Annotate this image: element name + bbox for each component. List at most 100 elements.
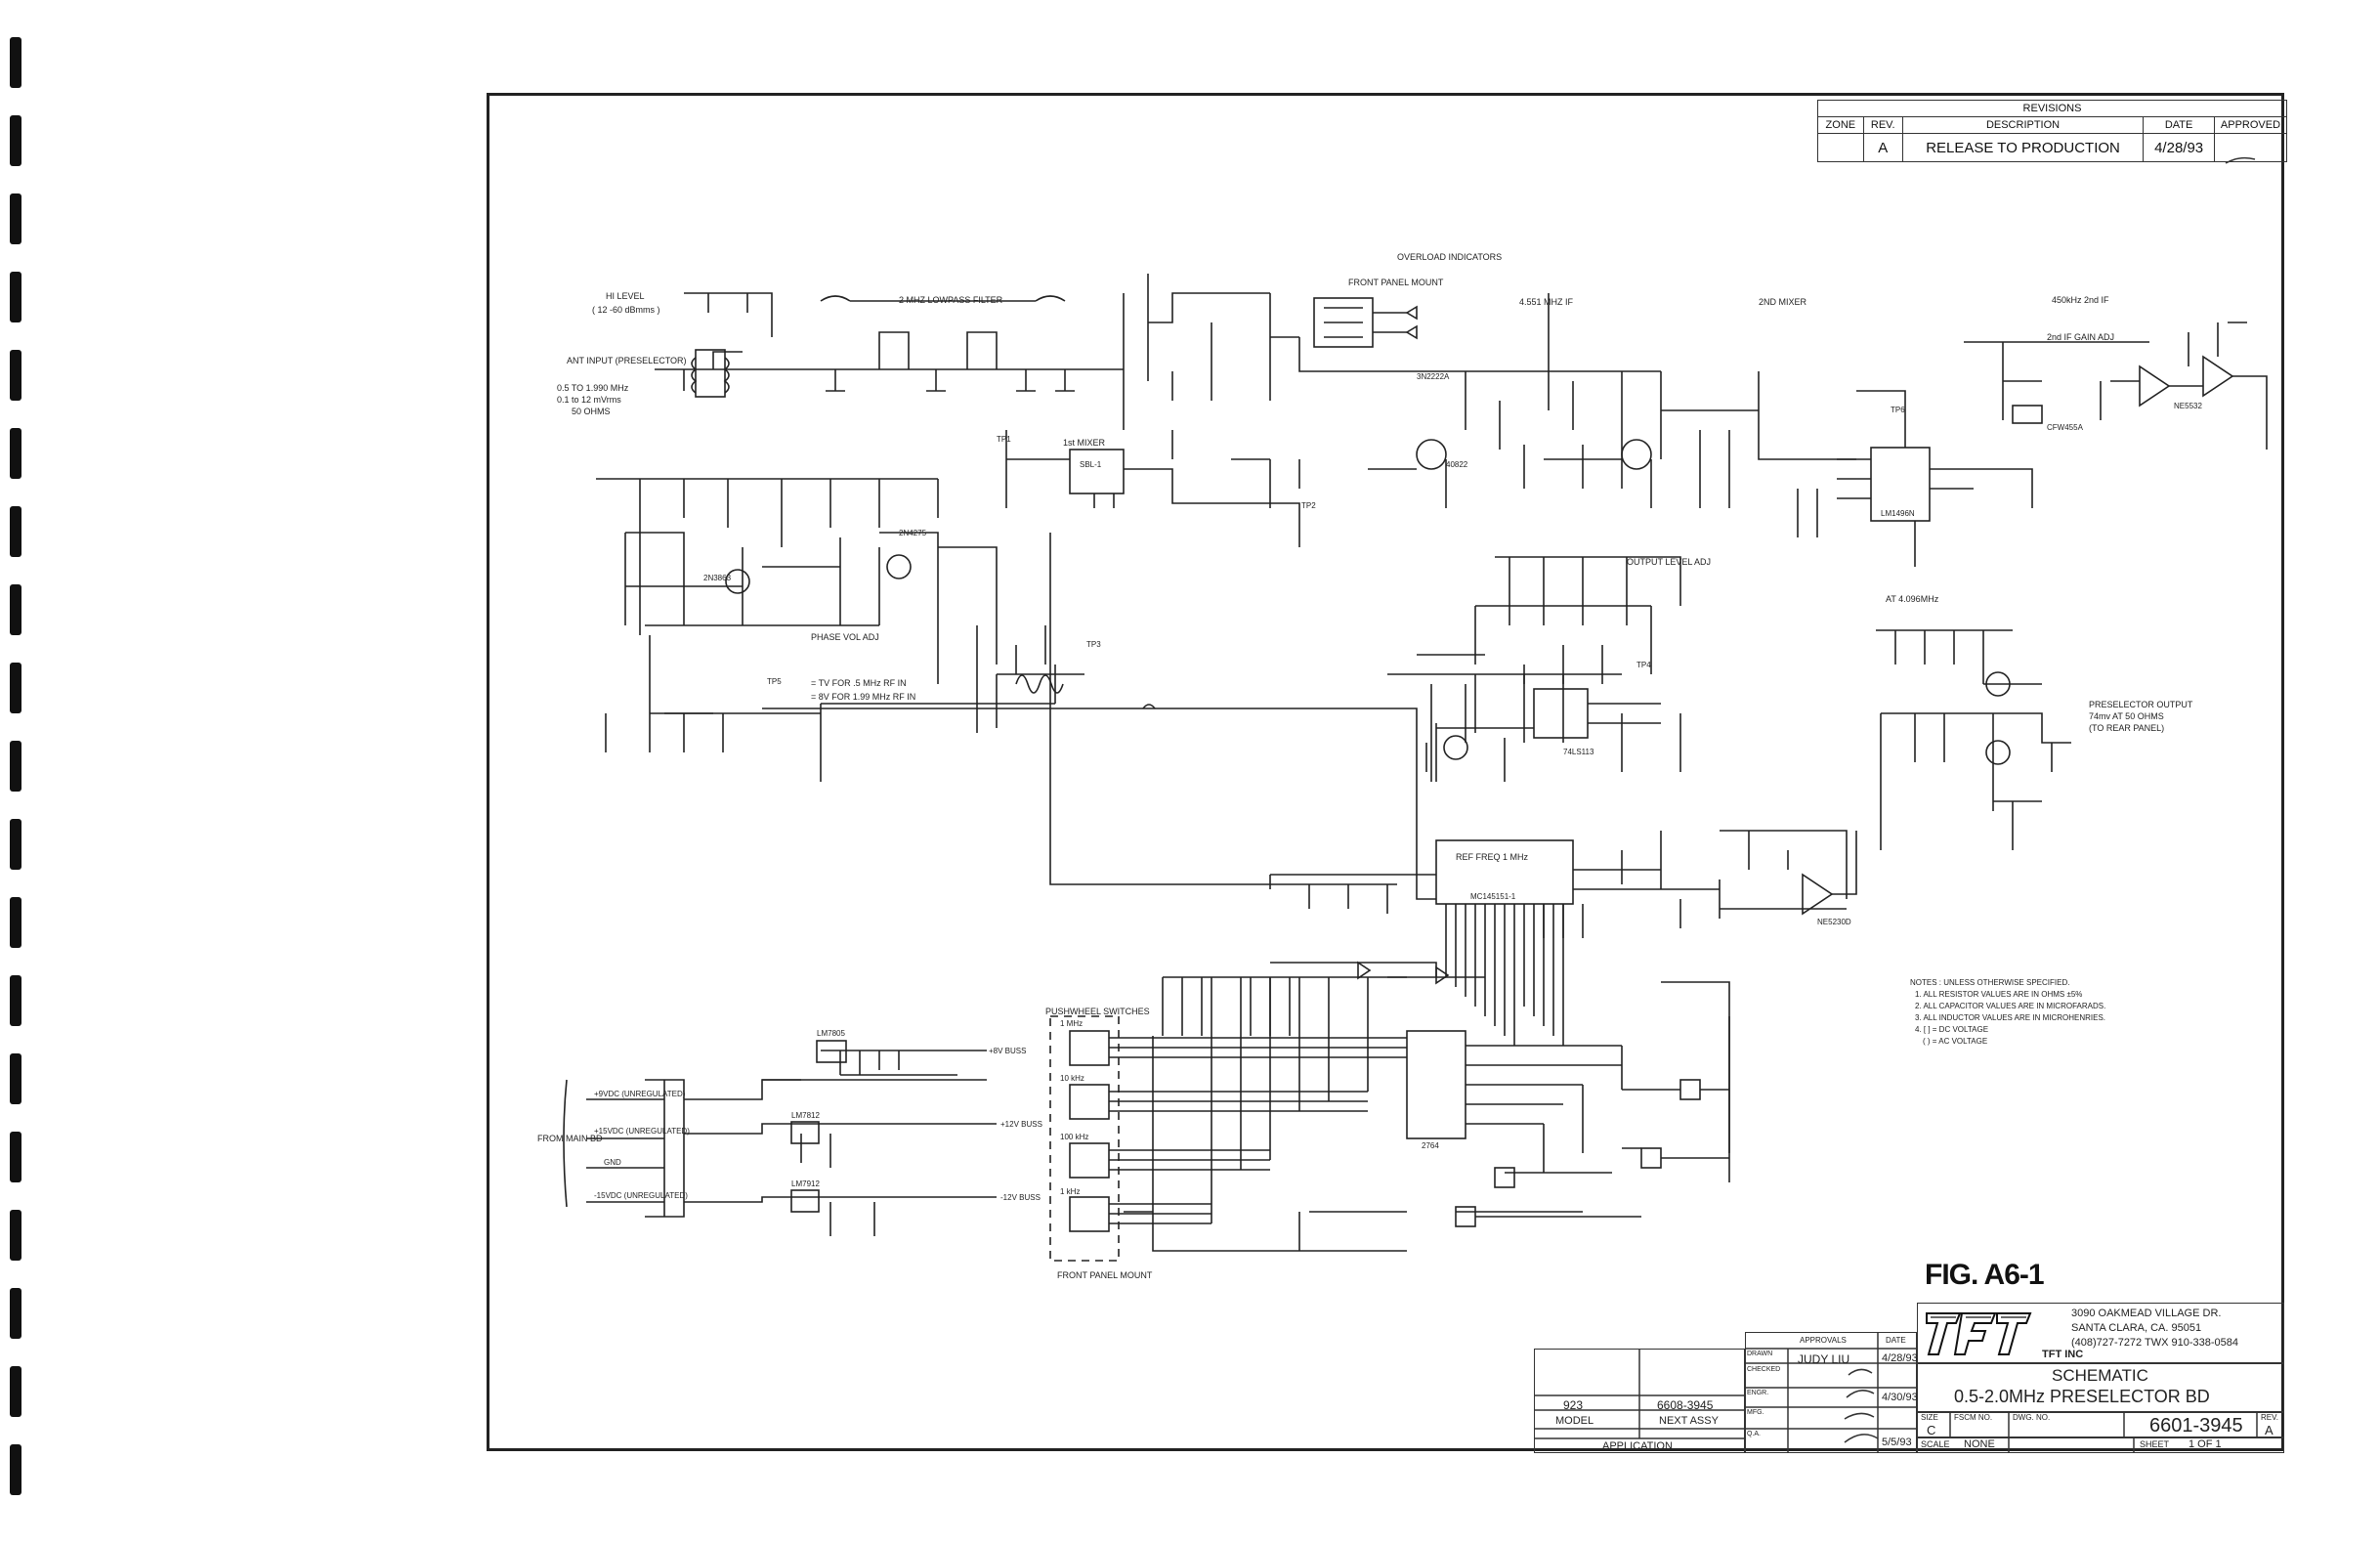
sheet-value: 1 OF 1 [2189,1438,2222,1450]
revisions-header: APPROVED [2213,116,2288,134]
revision-approved [2213,133,2288,162]
revision-zone [1817,133,1864,162]
ic-label-rom: 2764 [1422,1141,1439,1150]
section-label-if455: 4.551 MHZ IF [1519,297,1574,307]
sheet-label: SHEET [2140,1439,2170,1449]
mfg-label: MFG. [1747,1409,1764,1416]
binding-hole [10,506,21,557]
company-address2: SANTA CLARA, CA. 95051 [2071,1322,2202,1334]
ic-label-u5: 74LS113 [1563,748,1594,756]
ic-label-q12: 40822 [1446,460,1468,469]
drawing-sheet-border [487,93,2284,1451]
drawing-title1: SCHEMATIC [2052,1366,2148,1385]
next-assy-label: NEXT ASSY [1659,1415,1719,1427]
label-preselector-out3: (TO REAR PANEL) [2089,723,2164,733]
section-label-pushwheel: PUSHWHEEL SWITCHES [1045,1007,1150,1016]
label-ant-ohms: 50 OHMS [572,407,611,416]
note-item: 3. ALL INDUCTOR VALUES ARE IN MICROHENRI… [1915,1013,2105,1022]
binding-hole [10,37,21,88]
label-from-main: FROM MAIN BD [537,1134,603,1143]
tp-label: TP5 [767,677,782,686]
ic-label-q11: 3N2222A [1417,372,1450,381]
binding-hole [10,819,21,870]
next-assy-value: 6608-3945 [1657,1398,1714,1412]
ic-label-u2: NE5532 [2174,402,2202,410]
power-label-out-p8v: +8V BUSS [989,1047,1026,1055]
rev-label: REV. [2261,1413,2278,1422]
binding-strip [0,0,35,1544]
revision-rev: A [1862,133,1903,162]
ic-label-u7: NE5230D [1817,918,1851,926]
section-label-if450: 450kHz 2nd IF [2052,295,2109,305]
label-hi-level: HI LEVEL [606,291,645,301]
approvals-header: APPROVALS [1800,1336,1847,1345]
section-label-mixer2: 2ND MIXER [1759,297,1807,307]
company-phone: (408)727-7272 TWX 910-338-0584 [2071,1337,2239,1349]
label-tp3-note2: = 8V FOR 1.99 MHz RF IN [811,692,915,702]
tp-label: TP1 [997,435,1011,444]
dwg-label: DWG. NO. [2013,1413,2051,1422]
binding-hole [10,1132,21,1182]
binding-hole [10,350,21,401]
qa-label: Q.A. [1747,1431,1762,1437]
label-gain-adj: 2nd IF GAIN ADJ [2047,332,2114,342]
ic-label-u6: MC145151-1 [1470,892,1516,901]
binding-hole [10,193,21,244]
label-ant-range2: 0.1 to 12 mVrms [557,395,621,405]
scale-label: SCALE [1921,1439,1950,1449]
label-preselector-out: PRESELECTOR OUTPUT [2089,700,2193,709]
binding-hole [10,741,21,792]
switch-label: 1 kHz [1060,1187,1080,1196]
label-tp3-note1: = TV FOR .5 MHz RF IN [811,678,907,688]
dwg-box [1917,1412,2284,1437]
label-hi-level-range: ( 12 -60 dBmms ) [592,305,660,315]
tp-label: TP6 [1891,406,1905,414]
binding-hole [10,115,21,166]
binding-hole [10,584,21,635]
section-label-front-panel: FRONT PANEL MOUNT [1348,278,1444,287]
company-address1: 3090 OAKMEAD VILLAGE DR. [2071,1308,2222,1319]
tp-label: TP2 [1301,501,1316,510]
binding-hole [10,663,21,713]
drawn-label: DRAWN [1747,1351,1773,1357]
checked-label: CHECKED [1747,1366,1781,1373]
section-label-front-panel-mount: FRONT PANEL MOUNT [1057,1270,1153,1280]
binding-hole [10,975,21,1026]
power-label-n15vdc: -15VDC (UNREGULATED) [594,1191,688,1200]
label-ant-range1: 0.5 TO 1.990 MHz [557,383,629,393]
ic-label-u11: LM7812 [791,1111,820,1120]
power-label-p9vdc: +9VDC (UNREGULATED) [594,1090,686,1098]
scale-value: NONE [1964,1438,1995,1450]
switch-label: 1 MHz [1060,1019,1083,1028]
note-item: 4. [ ] = DC VOLTAGE [1915,1025,1988,1034]
ic-label-q2: 2N3863 [703,574,732,582]
label-tp6-note: AT 4.096MHz [1886,594,1939,604]
company-logo-text: TFT INC [2042,1349,2084,1360]
fscm-label: FSCM NO. [1954,1413,1993,1422]
label-output-level: OUTPUT LEVEL ADJ [1627,557,1711,567]
revisions-header: REV. [1862,116,1903,134]
section-label-lowpass: 2 MHZ LOWPASS FILTER [899,295,1003,305]
model-label: MODEL [1555,1415,1594,1427]
tft-logo-icon [1926,1312,2032,1355]
binding-hole [10,428,21,479]
label-first-mixer: 1st MIXER [1063,438,1106,448]
revision-description: RELEASE TO PRODUCTION [1901,133,2145,162]
power-label-out-n12v: -12V BUSS [1000,1193,1041,1202]
approvals-box [1745,1332,1917,1453]
label-preselector-out2: 74mv AT 50 OHMS [2089,711,2164,721]
label-phase-adj: PHASE VOL ADJ [811,632,879,642]
application-label: APPLICATION [1602,1440,1673,1452]
company-box [1917,1303,2284,1363]
size-value: C [1927,1423,1936,1437]
tp-label: TP4 [1636,661,1651,669]
ic-label-u9: LM7805 [817,1029,845,1038]
date-header: DATE [1886,1336,1906,1345]
model-value: 923 [1563,1398,1584,1412]
label-ref-freq: REF FREQ 1 MHz [1456,852,1529,862]
qa-date: 5/5/93 [1882,1437,1912,1448]
power-label-gnd: GND [604,1158,621,1167]
